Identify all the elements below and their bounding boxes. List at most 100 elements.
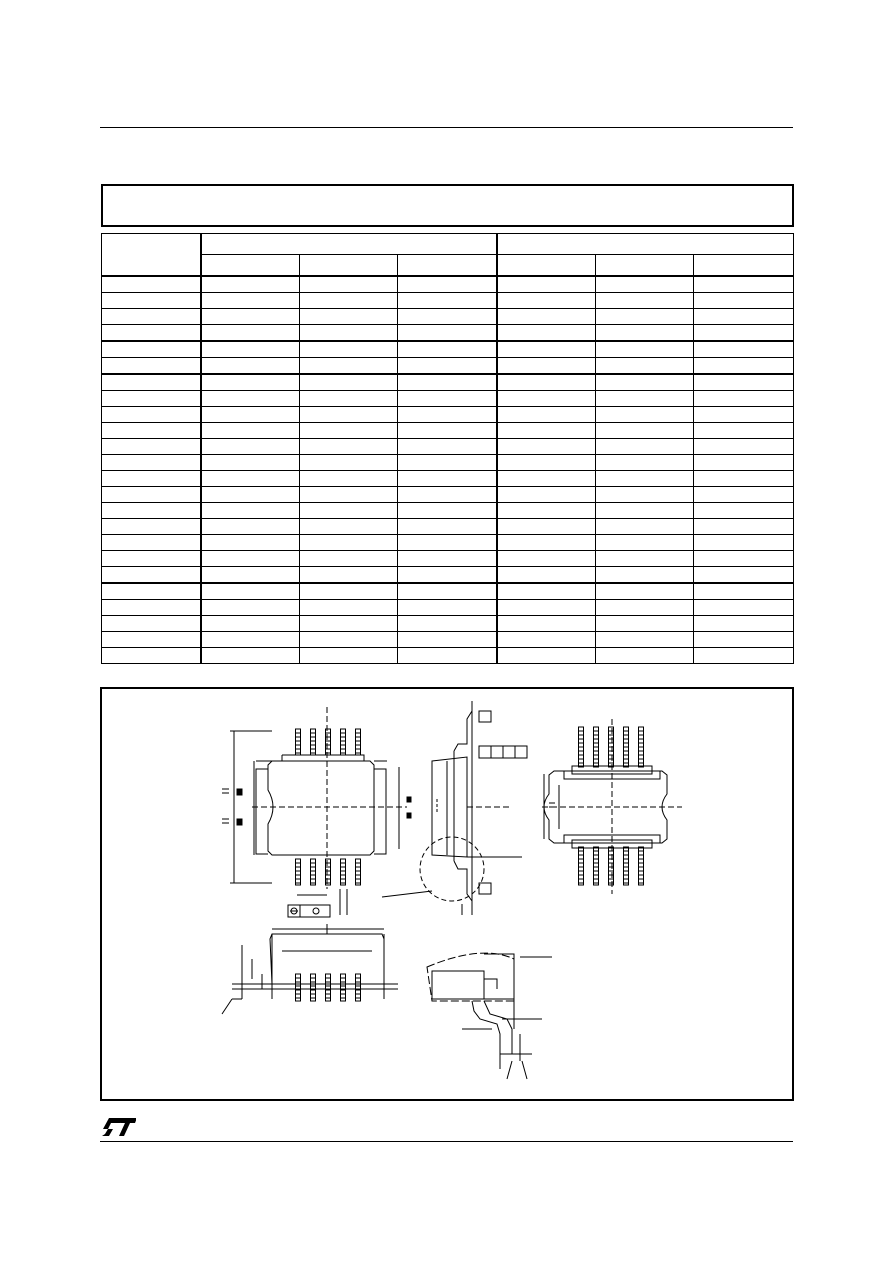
symbol-cell [101, 582, 202, 600]
package-pin [325, 973, 331, 1002]
dimension-cell [495, 566, 597, 584]
symbol-cell [101, 486, 202, 503]
table-row [101, 390, 795, 407]
symbol-cell [101, 438, 202, 455]
dimension-cell [693, 486, 795, 503]
dimension-cell [396, 566, 498, 584]
dimension-cell [396, 373, 498, 391]
symbol-cell [101, 534, 202, 551]
dimension-cell [200, 454, 300, 471]
dimension-cell [693, 534, 795, 551]
dimension-cell [299, 454, 398, 471]
table-row [101, 502, 795, 519]
symbol-cell [101, 615, 202, 632]
dimension-cell [495, 486, 597, 503]
dimension-cell [693, 324, 795, 342]
dimension-cell [200, 566, 300, 584]
dimension-cell [396, 550, 498, 567]
footer-rule [100, 1141, 793, 1142]
header-rule [100, 127, 793, 128]
table-row [101, 292, 795, 309]
package-pin [325, 858, 331, 886]
dimension-cell [200, 631, 300, 648]
package-pin [355, 973, 361, 1002]
dimension-cell [693, 647, 795, 664]
dimension-cell [200, 292, 300, 309]
dimension-cell [495, 373, 597, 391]
dimension-cell [595, 470, 695, 487]
dimension-cell [595, 566, 695, 584]
dimension-cell [299, 550, 398, 567]
symbol-cell [101, 599, 202, 616]
dimension-cell [396, 292, 498, 309]
dimension-cell [299, 599, 398, 616]
dimension-cell [595, 550, 695, 567]
dimension-cell [693, 357, 795, 375]
table-row [101, 566, 795, 584]
dimension-cell [595, 582, 695, 600]
dimension-cell [595, 502, 695, 519]
dimension-cell [299, 406, 398, 423]
dimension-cell [396, 324, 498, 342]
dimension-cell [299, 582, 398, 600]
dimension-cell [200, 582, 300, 600]
dimension-cell [299, 566, 398, 584]
dimension-cell [495, 454, 597, 471]
package-pin [340, 973, 346, 1002]
dimension-cell [396, 502, 498, 519]
dimension-cell [396, 631, 498, 648]
minmax-header-cell [693, 254, 795, 277]
package-pin [593, 846, 599, 886]
dimension-cell [299, 615, 398, 632]
dimension-cell [396, 647, 498, 664]
dimension-cell [299, 390, 398, 407]
dimension-cell [396, 406, 498, 423]
dimension-cell [495, 275, 597, 293]
dimension-cell [495, 406, 597, 423]
dimension-cell [200, 502, 300, 519]
dimension-cell [200, 518, 300, 535]
table-row [101, 599, 795, 616]
dimension-cell [299, 631, 398, 648]
symbol-cell [101, 308, 202, 325]
dimension-cell [200, 324, 300, 342]
dimension-cell [495, 438, 597, 455]
package-pin [623, 846, 629, 886]
package-pin [310, 858, 316, 886]
table-row [101, 275, 795, 293]
dimension-cell [396, 454, 498, 471]
dimension-cell [299, 502, 398, 519]
package-drawing-svg [221, 701, 682, 1080]
symbol-cell [101, 406, 202, 423]
dimension-cell [693, 390, 795, 407]
dimension-cell [299, 438, 398, 455]
dimension-cell [595, 422, 695, 439]
dimension-cell [693, 422, 795, 439]
package-pin [295, 858, 301, 886]
dimension-cell [200, 534, 300, 551]
symbol-cell [101, 550, 202, 567]
table-row [101, 518, 795, 535]
symbol-cell [101, 631, 202, 648]
table-row [101, 486, 795, 503]
dimension-cell [200, 275, 300, 293]
dimension-cell [495, 292, 597, 309]
table-row [101, 550, 795, 567]
table-row [101, 631, 795, 648]
dimension-cell [299, 292, 398, 309]
dimension-cell [693, 340, 795, 358]
dimension-cell [693, 582, 795, 600]
symbol-cell [101, 566, 202, 584]
dimension-cell [495, 615, 597, 632]
dimension-cell [693, 566, 795, 584]
dimension-cell [299, 340, 398, 358]
top-view [222, 707, 412, 918]
dimension-cell [595, 357, 695, 375]
dimension-cell [396, 518, 498, 535]
dimension-cell [595, 275, 695, 293]
st-logo-icon [102, 1118, 136, 1136]
dimension-cell [693, 292, 795, 309]
dimension-cell [693, 599, 795, 616]
dimension-cell [396, 599, 498, 616]
symbol-cell [101, 373, 202, 391]
